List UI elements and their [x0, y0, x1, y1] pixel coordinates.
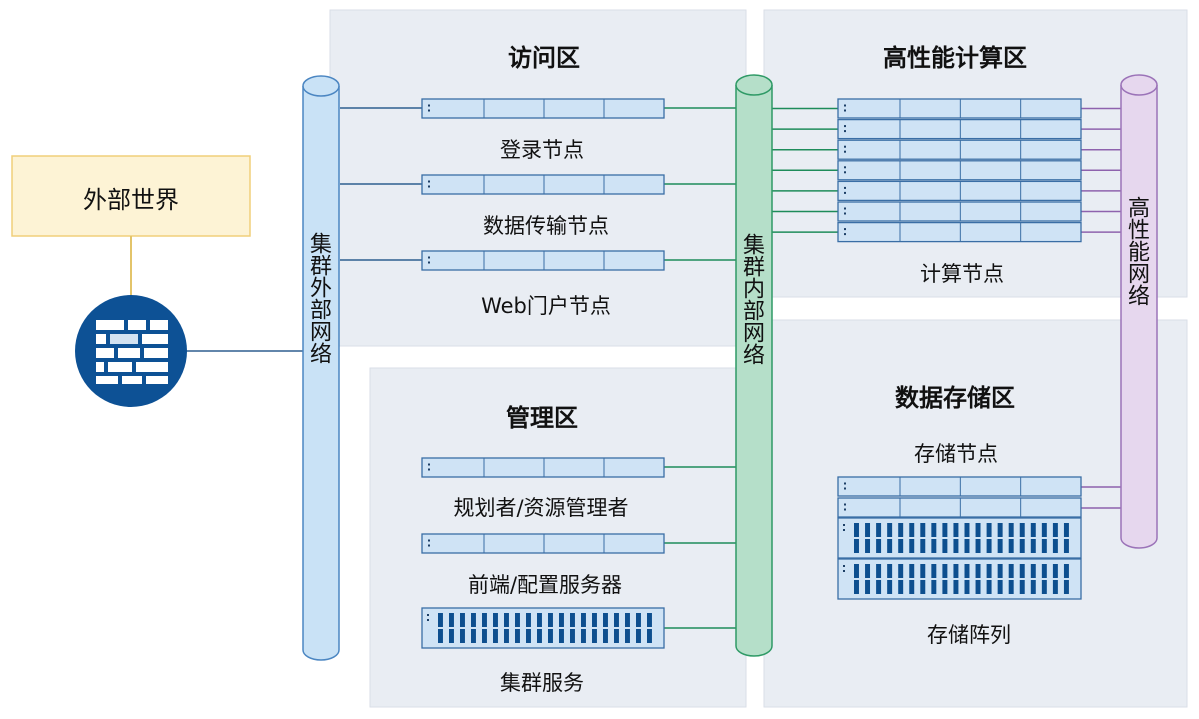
storage-node-label: 存储节点 — [914, 442, 998, 466]
compute-node-server-6 — [837, 201, 1082, 222]
compute-zone-title: 高性能计算区 — [883, 44, 1027, 72]
outside-world-box — [11, 155, 251, 237]
cluster-services-label: 集群服务 — [500, 671, 584, 695]
storage-zone-title: 数据存储区 — [895, 384, 1015, 412]
scheduler-label: 规划者/资源管理者 — [453, 496, 629, 520]
web-portal-node-label: Web门户节点 — [481, 294, 611, 318]
hpc-bus-label: 高性能网络 — [1124, 196, 1149, 306]
frontend-config-server — [421, 533, 665, 554]
data-transfer-node-label: 数据传输节点 — [483, 214, 609, 238]
compute-node-server-5 — [837, 180, 1082, 202]
storage-array-unit-2 — [837, 558, 1082, 600]
storage-array-unit-1 — [837, 517, 1082, 559]
frontend-config-server-label: 前端/配置服务器 — [467, 573, 623, 597]
login-node-label: 登录节点 — [500, 138, 584, 162]
external-network-bus — [302, 75, 340, 661]
management-zone-title: 管理区 — [506, 404, 578, 432]
storage-array-label: 存储阵列 — [927, 623, 1011, 647]
external-bus-label: 集群外部网络 — [306, 232, 331, 364]
hpc-network-bus — [1120, 74, 1158, 549]
compute-node-server-2 — [837, 118, 1082, 140]
compute-node-label: 计算节点 — [920, 262, 1004, 286]
scheduler-server — [421, 457, 665, 478]
data-transfer-node-server — [421, 174, 665, 195]
storage-node-server-1 — [837, 476, 1082, 497]
internal-network-bus — [735, 74, 773, 657]
compute-node-server-4 — [837, 160, 1082, 181]
compute-node-server-7 — [837, 221, 1082, 243]
login-node-server — [421, 98, 665, 119]
web-portal-node-server — [421, 250, 665, 271]
access-zone-title: 访问区 — [508, 44, 580, 72]
cluster-services-server — [421, 607, 665, 649]
compute-node-server-1 — [837, 98, 1082, 119]
outside-world-label: 外部世界 — [83, 186, 179, 214]
compute-node-server-3 — [837, 139, 1082, 160]
storage-node-server-2 — [837, 497, 1082, 518]
firewall-icon — [75, 295, 187, 407]
internal-bus-label: 集群内部网络 — [739, 233, 764, 365]
